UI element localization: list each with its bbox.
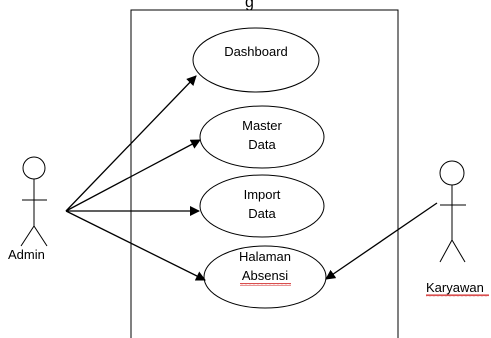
arrow-admin-to-master-data xyxy=(65,139,201,212)
svg-text:Import: Import xyxy=(244,187,281,202)
svg-text:Master: Master xyxy=(242,118,282,133)
arrow-admin-to-halaman-absensi xyxy=(65,210,206,281)
system-title-fragment: g xyxy=(245,0,254,11)
svg-text:Dashboard: Dashboard xyxy=(224,44,288,59)
svg-text:Data: Data xyxy=(248,206,276,221)
arrow-admin-to-dashboard xyxy=(65,75,197,212)
svg-text:Absensi: Absensi xyxy=(242,268,288,283)
system-boundary xyxy=(130,9,399,338)
use-case-master-data: Master Data xyxy=(199,105,325,169)
actor-karyawan: Karyawan xyxy=(426,160,489,297)
svg-text:Halaman: Halaman xyxy=(239,249,291,264)
use-case-halaman-absensi: Halaman Absensi xyxy=(203,245,327,309)
actor-head xyxy=(439,160,465,186)
actor-head xyxy=(22,156,46,180)
spellcheck-underline xyxy=(426,294,489,297)
svg-text:Data: Data xyxy=(248,137,276,152)
actor-karyawan-label: Karyawan xyxy=(426,280,484,295)
arrow-karyawan-to-halaman-absensi xyxy=(325,202,438,280)
use-case-dashboard: Dashboard xyxy=(192,27,320,93)
actor-admin-label: Admin xyxy=(8,247,45,262)
use-case-import-data: Import Data xyxy=(199,174,325,238)
spellcheck-underline xyxy=(240,283,291,286)
actor-admin: Admin xyxy=(8,156,48,262)
